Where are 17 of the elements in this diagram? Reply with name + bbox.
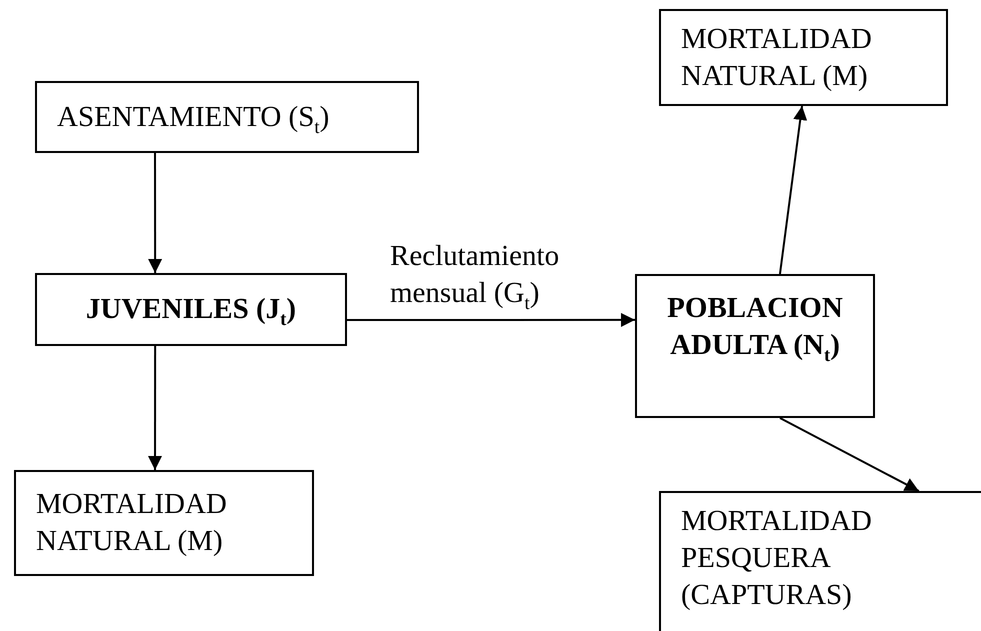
arrow (780, 417, 920, 492)
box-label: ASENTAMIENTO (S$_{t}$) (57, 100, 330, 136)
process-box (35, 273, 347, 346)
arrow (347, 312, 635, 327)
process-box (35, 81, 419, 153)
box-label: MORTALIDAD NATURAL (M) (681, 22, 873, 94)
process-box (659, 491, 981, 631)
process-box (659, 9, 948, 106)
process-box (14, 470, 314, 576)
arrow (148, 153, 162, 273)
box-label: MORTALIDAD PESQUERA (CAPTURAS) (681, 504, 873, 613)
arrow (778, 106, 808, 274)
box-label: MORTALIDAD NATURAL (M) (36, 487, 228, 559)
arrow (148, 346, 162, 470)
process-box (635, 274, 875, 418)
box-label: POBLACION ADULTA (N$_{t}$) (666, 291, 844, 364)
box-label: JUVENILES (J$_{t}$) (84, 292, 298, 328)
